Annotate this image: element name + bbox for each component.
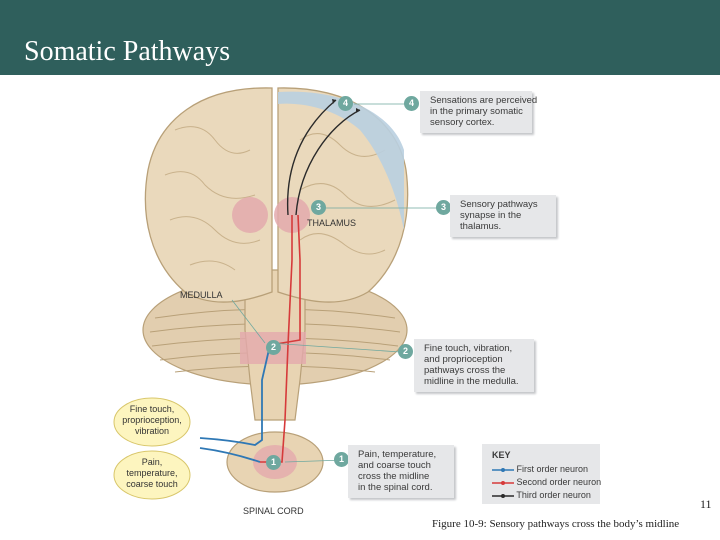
bubble-line: temperature, (126, 468, 177, 478)
third-order-neuron (295, 109, 361, 216)
callout-line: synapse in the (460, 210, 522, 221)
key-item-third-order: Third order neuron (492, 490, 591, 501)
receptor-bubbles: Fine touch, proprioception, vibration Pa… (113, 397, 191, 500)
spinal-cord-label: SPINAL CORD (243, 506, 304, 516)
callout-2-number: 2 (398, 344, 413, 359)
key-title: KEY (492, 450, 511, 460)
gyri (164, 126, 396, 271)
first-order-neuron (199, 447, 261, 463)
first-order-neuron (199, 344, 271, 446)
figure-caption: Figure 10-9: Sensory pathways cross the … (432, 518, 680, 530)
marker-2: 2 (266, 340, 281, 355)
callout-line: pathways cross the (424, 365, 506, 376)
callout-line: sensory cortex. (430, 117, 495, 128)
title-bar (0, 0, 720, 75)
third-order-line-icon (492, 493, 514, 498)
leader-lines (231, 103, 438, 463)
callout-line: Fine touch, vibration, (424, 343, 513, 354)
callout-line: cross the midline (358, 471, 430, 482)
key-item-first-order: First order neuron (492, 464, 588, 475)
thalamus-label: THALAMUS (307, 218, 356, 228)
bubble-line: Pain, (142, 457, 163, 467)
callout-line: midline in the medulla. (424, 376, 519, 387)
medulla-label: MEDULLA (180, 290, 223, 300)
left-hemisphere (144, 87, 273, 303)
brain-illustration: THALAMUS MEDULLA SPINAL CORD (142, 87, 438, 516)
third-order-neuron (286, 99, 337, 216)
marker-1: 1 (266, 455, 281, 470)
bubble-line: Fine touch, (130, 404, 175, 414)
cortex-arrowhead (332, 99, 360, 113)
callout-1: Pain, temperature, and coarse touch cros… (348, 445, 454, 498)
callout-line: and coarse touch (358, 460, 431, 471)
right-hemisphere (277, 87, 409, 303)
bubble-line: vibration (135, 426, 169, 436)
slide-title: Somatic Pathways (24, 36, 231, 67)
callout-line: thalamus. (460, 221, 502, 232)
callout-line: and proprioception (424, 354, 503, 365)
bubble-line: proprioception, (122, 415, 182, 425)
key-label: Third order neuron (516, 490, 591, 500)
callout-line: in the primary somatic (430, 106, 523, 117)
key-label: Second order neuron (516, 477, 602, 487)
callout-line: Pain, temperature, (358, 449, 437, 460)
bubble-line: coarse touch (126, 479, 178, 489)
callout-2: Fine touch, vibration, and proprioceptio… (414, 339, 534, 392)
key-item-second-order: Second order neuron (492, 477, 601, 488)
callout-1-number: 1 (334, 452, 349, 467)
marker-4: 4 (338, 96, 353, 111)
key-label: First order neuron (516, 464, 589, 474)
callout-line: in the spinal cord. (358, 482, 433, 493)
callout-4: Sensations are perceived in the primary … (420, 91, 538, 133)
legend-key: KEY First order neuron Second order neur… (482, 444, 601, 504)
second-order-line-icon (492, 480, 514, 485)
bubble-fine-touch (113, 397, 191, 447)
callout-3-number: 3 (436, 200, 451, 215)
thalamus-left (232, 197, 268, 233)
bubble-pain (113, 450, 191, 500)
callout-line: Sensory pathways (460, 199, 538, 210)
callout-line: Sensations are perceived (430, 95, 538, 106)
slide-number: 11 (700, 497, 712, 511)
first-order-line-icon (492, 467, 514, 472)
second-order-neuron (269, 214, 301, 346)
callout-3: Sensory pathways synapse in the thalamus… (450, 195, 556, 237)
somatosensory-cortex-highlight (278, 91, 404, 230)
callout-4-number: 4 (404, 96, 419, 111)
marker-3: 3 (311, 200, 326, 215)
